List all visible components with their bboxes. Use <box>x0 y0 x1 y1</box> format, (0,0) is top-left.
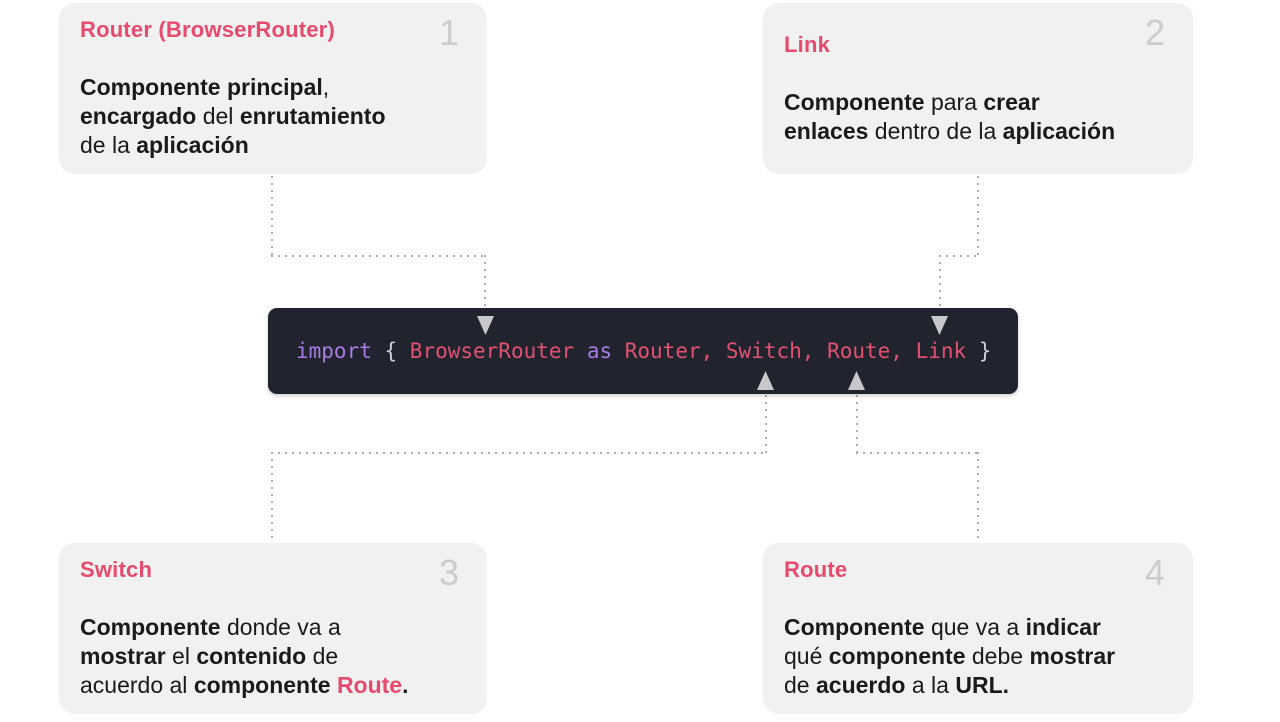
card-number: 2 <box>1144 12 1165 53</box>
connector-line <box>484 255 486 307</box>
connector-line <box>765 395 767 453</box>
connector-line <box>939 255 979 257</box>
code-text: import { BrowserRouter as Router, Switch… <box>296 338 992 363</box>
connector-line <box>856 452 979 454</box>
connector-line <box>271 176 273 256</box>
connector-line <box>939 255 941 307</box>
connector-line <box>977 176 979 256</box>
connector-line <box>271 452 273 541</box>
card-title: Route <box>784 557 848 582</box>
card-title: Router (BrowserRouter) <box>80 17 335 42</box>
code-snippet-block: import { BrowserRouter as Router, Switch… <box>268 308 1018 394</box>
card-router: 1 Router (BrowserRouter) Componente prin… <box>59 3 487 174</box>
connector-line <box>271 255 486 257</box>
card-title: Link <box>784 31 831 57</box>
connector-line <box>271 452 767 454</box>
card-number: 1 <box>438 12 459 53</box>
connector-line <box>977 452 979 541</box>
card-title: Switch <box>80 557 153 582</box>
connector-line <box>856 395 858 453</box>
card-number: 3 <box>438 552 459 593</box>
card-number: 4 <box>1144 552 1165 593</box>
card-body: Componente principal,encargado del enrut… <box>80 74 386 158</box>
